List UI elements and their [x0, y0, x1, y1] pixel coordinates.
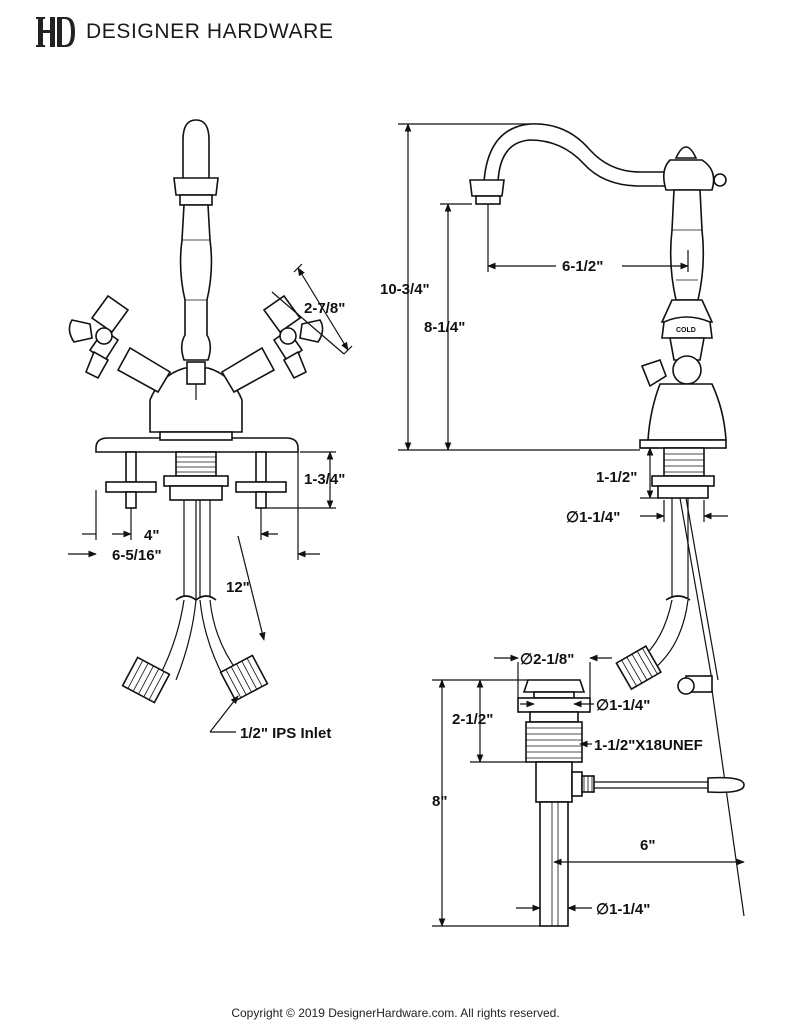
technical-drawing: 2-7/8" 1-3/4" 4" 6-5/16" 12" 1/2" IPS In… [68, 119, 745, 927]
dim-drain-height: 8" [432, 793, 447, 810]
dim-overall-height: 10-3/4" [380, 281, 430, 298]
side-view: COLD 10-3/4" 8-1/4" [380, 123, 745, 917]
brand-header: DESIGNER HARDWARE [36, 14, 333, 50]
dim-shank-height: 1-1/2" [596, 469, 637, 486]
dim-tailpiece-diameter: ∅1-1/4" [596, 901, 650, 918]
dim-inlet: 1/2" IPS Inlet [240, 725, 331, 742]
dim-rod-length: 6" [640, 837, 655, 854]
dim-shank-length: 1-3/4" [304, 471, 345, 488]
dim-supply-length: 12" [226, 579, 250, 596]
front-view: 2-7/8" 1-3/4" 4" 6-5/16" 12" 1/2" IPS In… [68, 119, 353, 742]
dim-thread: 1-1/2"X18UNEF [594, 737, 703, 754]
dim-overall-spread: 6-5/16" [112, 547, 162, 564]
copyright-text: Copyright © 2019 DesignerHardware.com. A… [231, 1006, 560, 1020]
dim-flange-diameter: ∅2-1/8" [520, 651, 574, 668]
dim-thread-height: 2-1/2" [452, 711, 493, 728]
dim-handle-reach: 2-7/8" [304, 300, 345, 317]
dim-body-diameter: ∅1-1/4" [596, 697, 650, 714]
dim-spout-reach: 6-1/2" [562, 258, 603, 275]
dim-center-spacing: 4" [144, 527, 159, 544]
drain-view: ∅2-1/8" ∅1-1/4" 2-1/2" 1-1/2"X18UNEF 8" … [432, 651, 745, 927]
brand-logo-icon [36, 17, 75, 47]
dim-spout-height: 8-1/4" [424, 319, 465, 336]
brand-name: DESIGNER HARDWARE [86, 20, 334, 43]
dim-shank-diameter: ∅1-1/4" [566, 509, 620, 526]
handle-cold-label: COLD [676, 327, 696, 334]
